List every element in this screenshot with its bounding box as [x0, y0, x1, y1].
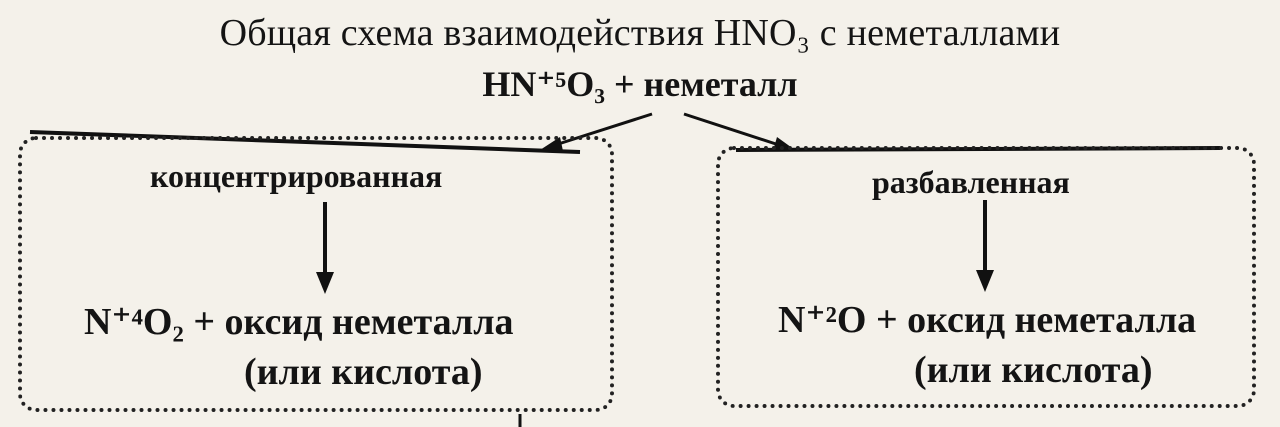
branch-arrowhead-left-icon	[540, 137, 563, 151]
product-note-concentrated: (или кислота)	[244, 351, 483, 393]
product-concentrated: N⁺⁴O₂ + оксид неметалла	[84, 301, 514, 343]
branch-condition-dilute: разбавленная	[872, 164, 1070, 200]
product-dilute: N⁺²O + оксид неметалла	[778, 299, 1197, 341]
down-arrowhead-left-icon	[316, 272, 334, 294]
diagram-title: Общая схема взаимодействия HNO₃ с немета…	[219, 12, 1061, 54]
branch-arrow-right-icon	[683, 112, 783, 148]
down-arrowhead-right-icon	[976, 270, 994, 292]
branch-condition-concentrated: концентрированная	[150, 158, 443, 194]
concentrated-branch-box: концентрированная N⁺⁴O₂ + оксид неметалл…	[18, 136, 614, 412]
dilute-branch-box: разбавленная N⁺²O + оксид неметалла (или…	[716, 146, 1256, 408]
product-note-dilute: (или кислота)	[914, 349, 1153, 391]
branch-arrow-left-icon	[551, 112, 653, 148]
left-top-rule	[29, 130, 581, 154]
reaction-formula: HN⁺⁵O₃ + неметалл	[482, 64, 798, 104]
